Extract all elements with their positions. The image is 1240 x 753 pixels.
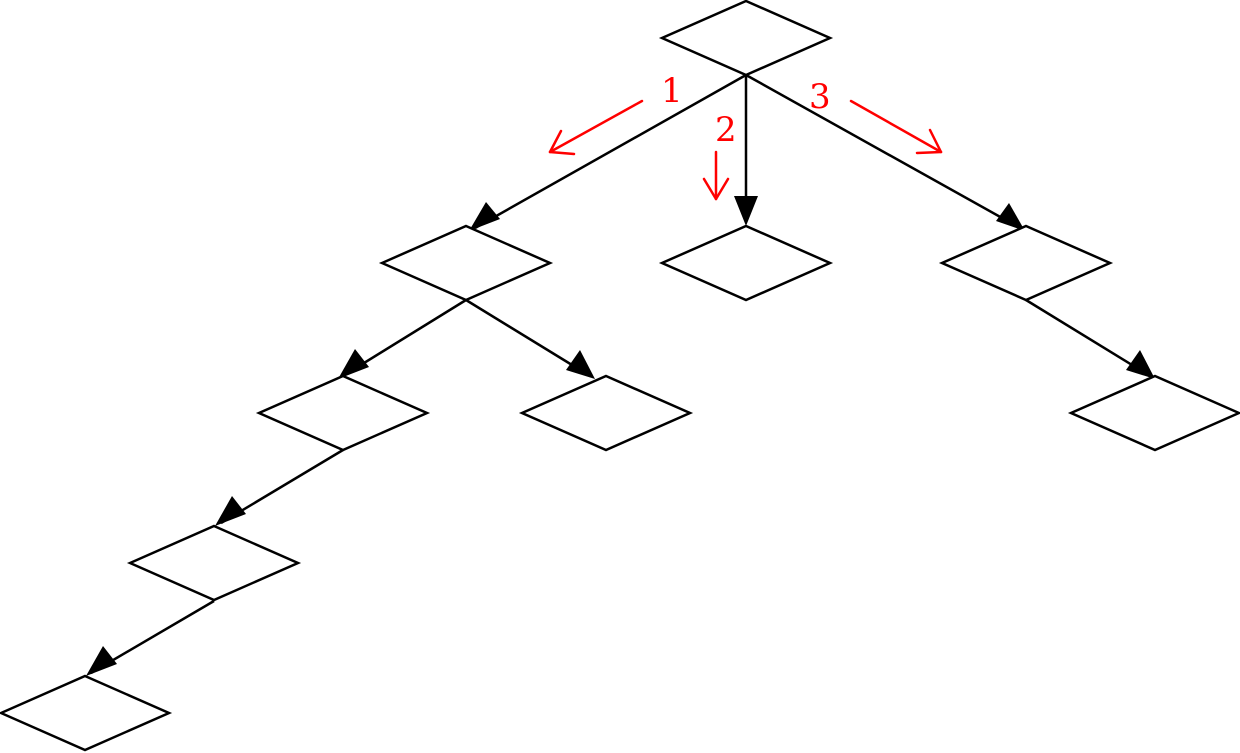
traversal-order-annotations: 1 2 3 (548, 71, 943, 201)
node-left (378, 224, 554, 302)
edge-right-to-rightchild (1025, 298, 1151, 378)
edge-head-root-to-left (469, 202, 500, 231)
node-root (658, 0, 834, 77)
edge-root-to-left (474, 73, 747, 230)
node-left-left (255, 374, 431, 452)
node-level4 (0, 674, 173, 752)
edge-head-left-to-leftleft (338, 349, 369, 379)
edge-head-right-to-rightchild (1126, 350, 1155, 379)
node-right-child (1067, 374, 1240, 452)
edge-head-level2-to-level3 (215, 496, 246, 526)
edge-head-root-to-middle (734, 196, 758, 226)
edge-left-to-leftright (465, 298, 591, 378)
order-arrow-3 (849, 99, 943, 155)
node-left-right (518, 374, 694, 452)
node-middle (658, 224, 834, 302)
edge-head-level3-to-level4 (86, 646, 117, 676)
order-arrow-2 (702, 150, 730, 201)
tree-edges (86, 73, 1155, 676)
edge-root-to-right (745, 73, 1021, 230)
node-right (938, 224, 1114, 302)
edge-head-left-to-leftright (566, 350, 595, 379)
order-label-3: 3 (809, 77, 831, 117)
order-label-1: 1 (661, 71, 683, 111)
order-arrow-1 (548, 99, 644, 156)
node-level3 (126, 524, 302, 602)
edge-head-root-to-right (996, 203, 1025, 231)
order-label-2: 2 (715, 110, 737, 150)
